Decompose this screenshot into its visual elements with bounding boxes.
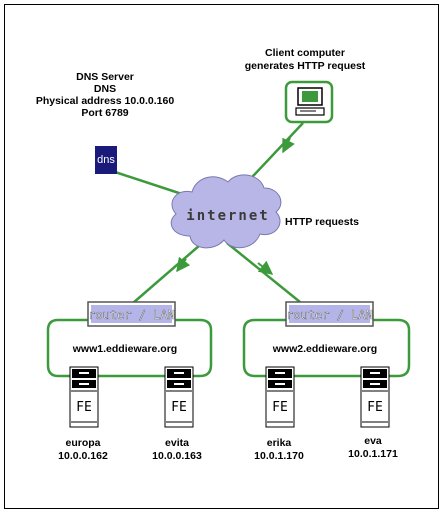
client-computer-icon: [284, 80, 334, 124]
lan2-domain: www2.eddieware.org: [272, 343, 377, 355]
server-eva-tag: FE: [367, 400, 383, 415]
server-erika-ip: 10.0.1.170: [254, 450, 304, 462]
internet-label: internet: [186, 208, 269, 224]
server-europa-icon: FE: [69, 366, 99, 428]
lan2-link: [226, 242, 301, 303]
arrow-lan1: [176, 256, 191, 273]
lan1-link: [132, 244, 201, 304]
dns-label-line2: DNS: [94, 83, 116, 95]
router-lan1: router / LAN: [87, 301, 176, 327]
router-lan1-label: router / LAN: [88, 308, 175, 322]
dns-icon-label: dns: [97, 154, 115, 166]
server-erika-tag: FE: [272, 400, 288, 415]
outer-frame: [4, 4, 439, 509]
dns-link: [114, 170, 186, 197]
server-eva-name: eva: [364, 435, 382, 447]
router-lan2-label: router / LAN: [286, 308, 373, 322]
server-evita-tag: FE: [171, 400, 187, 415]
dns-label-line4: Port 6789: [81, 107, 128, 119]
connections: [46, 122, 411, 378]
server-europa-ip: 10.0.0.162: [58, 450, 108, 462]
http-requests-label: HTTP requests: [285, 216, 359, 228]
server-erika-name: erika: [267, 437, 292, 449]
server-evita-ip: 10.0.0.163: [152, 450, 202, 462]
lan2-loop: [242, 318, 411, 378]
server-eva-ip: 10.0.1.171: [348, 448, 398, 460]
server-eva-icon: FE: [360, 366, 390, 428]
server-europa-tag: FE: [76, 400, 92, 415]
arrow-client: [282, 137, 295, 154]
lan1-domain: www1.eddieware.org: [72, 343, 177, 355]
server-erika-icon: FE: [265, 366, 295, 428]
server-europa-name: europa: [65, 437, 100, 449]
lan1-loop: [46, 318, 213, 378]
client-label-line1: Client computer: [265, 47, 345, 59]
internet-cloud: internet: [170, 174, 282, 249]
server-evita-icon: FE: [164, 366, 194, 428]
dns-label-line1: DNS Server: [76, 71, 134, 83]
dns-label-line3: Physical address 10.0.0.160: [36, 95, 175, 107]
client-label-line2: generates HTTP request: [245, 60, 366, 72]
router-lan2: router / LAN: [285, 301, 374, 327]
server-evita-name: evita: [165, 437, 189, 449]
dns-server-icon: dns: [95, 146, 117, 174]
arrow-lan2: [257, 260, 274, 275]
